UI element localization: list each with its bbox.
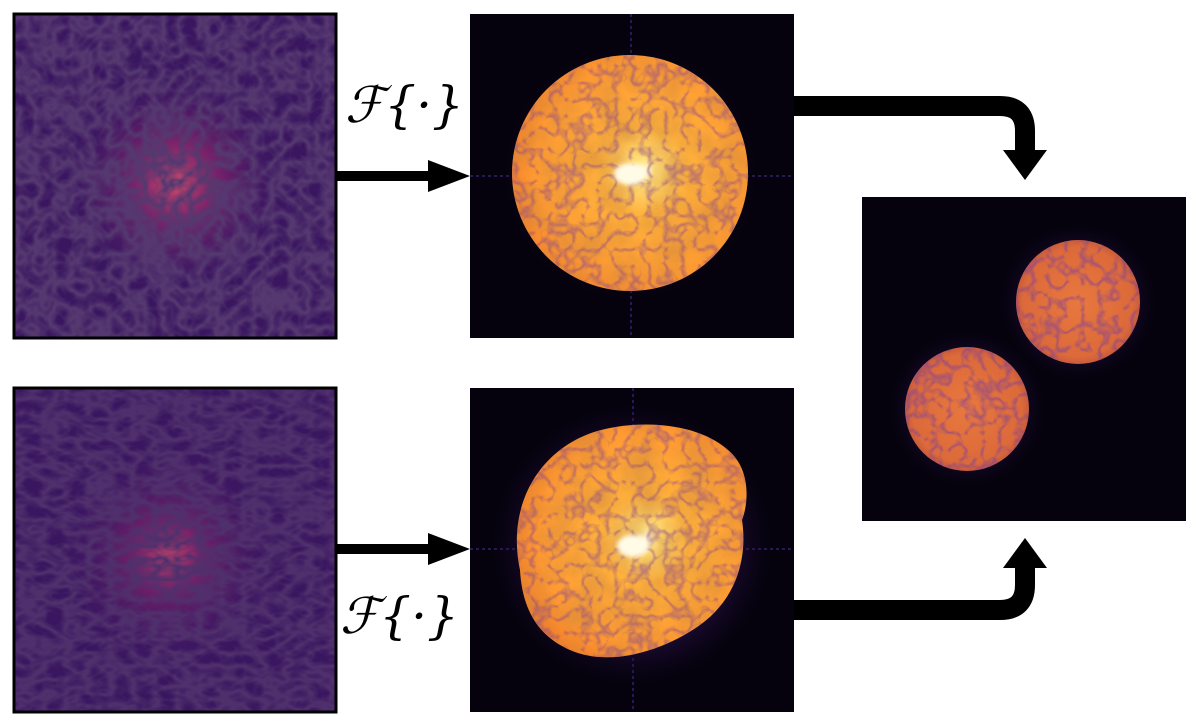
- arrow-bottom-to-reconstruction: [794, 538, 1047, 620]
- fourier-bottom-panel: [470, 388, 794, 712]
- hologram-top-panel: [12, 12, 338, 340]
- fourier-top-panel: [470, 14, 794, 338]
- arrow-top-right: [337, 160, 470, 192]
- arrow-top-to-reconstruction: [794, 96, 1047, 180]
- hologram-bottom-panel: [12, 386, 338, 714]
- fourier-operator-label-bottom: ℱ{·}: [340, 587, 459, 645]
- reconstruction-panel: [862, 197, 1186, 521]
- fourier-operator-label-top: ℱ{·}: [345, 76, 464, 134]
- arrow-bottom-right: [337, 533, 470, 565]
